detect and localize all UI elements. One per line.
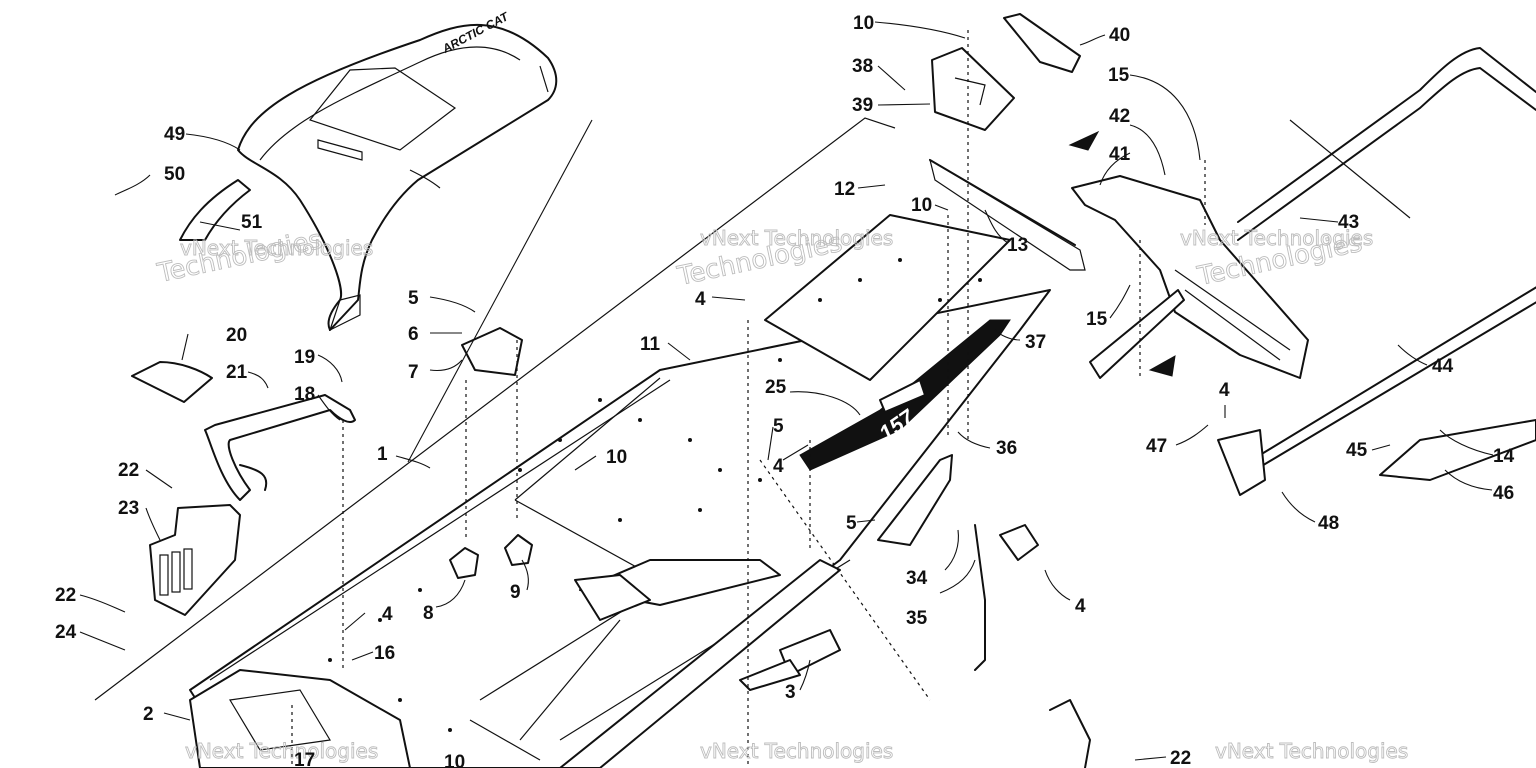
callout-43: 43	[1338, 212, 1359, 233]
watermark-group: vNext Technologies Technologies vNext Te…	[154, 224, 1409, 763]
gusset-34	[877, 454, 953, 546]
callout-5c: 5	[846, 513, 857, 534]
hitch-bracket-7	[461, 327, 523, 376]
callout-4c: 4	[382, 604, 393, 625]
rail-15	[1089, 289, 1185, 379]
callout-18: 18	[294, 384, 315, 405]
callout-4a: 4	[695, 289, 706, 310]
callout-49: 49	[164, 124, 185, 145]
callout-17: 17	[294, 750, 315, 768]
callout-20: 20	[226, 325, 247, 346]
callout-10d: 10	[444, 752, 465, 768]
bracket-3	[739, 629, 841, 691]
strap-35	[974, 524, 1039, 671]
callout-2: 2	[143, 704, 154, 725]
callout-25: 25	[765, 377, 787, 398]
callout-5a: 5	[408, 288, 419, 309]
callout-46: 46	[1493, 483, 1514, 504]
callout-21: 21	[226, 362, 248, 383]
direction-arrow-bottom	[1148, 355, 1176, 377]
watermark-3: vNext Technologies	[1180, 226, 1373, 250]
callout-45: 45	[1346, 440, 1368, 461]
callout-22a: 22	[118, 460, 139, 481]
callout-13: 13	[1007, 235, 1028, 256]
callout-37: 37	[1025, 332, 1046, 353]
callout-15b: 15	[1086, 309, 1108, 330]
assembly-lines	[291, 30, 1206, 768]
deflector-20	[131, 361, 213, 403]
watermark-2: vNext Technologies	[700, 226, 893, 250]
callout-10c: 10	[606, 447, 627, 468]
front-side-panel	[189, 669, 411, 768]
callout-8: 8	[423, 603, 434, 624]
bracket-39	[931, 47, 1015, 131]
rubber-grommet-8	[449, 547, 479, 579]
watermark-5: vNext Technologies	[700, 739, 893, 763]
callout-50: 50	[164, 164, 185, 185]
callout-38: 38	[852, 56, 873, 77]
callout-41: 41	[1109, 144, 1131, 165]
callout-22b: 22	[55, 585, 76, 606]
callout-11: 11	[640, 334, 661, 355]
seat: ARCTIC CAT	[179, 9, 558, 332]
watermark-1: vNext Technologies	[180, 236, 373, 260]
snowflap-41	[1071, 175, 1309, 379]
callout-39: 39	[852, 95, 873, 116]
callout-7: 7	[408, 362, 419, 383]
callout-47: 47	[1146, 436, 1167, 457]
callout-36: 36	[996, 438, 1017, 459]
callout-16: 16	[374, 643, 395, 664]
watermark-6: vNext Technologies	[1215, 739, 1408, 763]
leader-lines	[79, 21, 1494, 761]
watermark-4: vNext Technologies	[185, 739, 378, 763]
callout-22c: 22	[1170, 748, 1191, 768]
running-board-traction	[559, 559, 841, 768]
watermark-1b: Technologies	[154, 225, 325, 289]
callout-35: 35	[906, 608, 928, 629]
callout-4e: 4	[1219, 380, 1230, 401]
callout-44: 44	[1432, 356, 1454, 377]
bumper-end-46	[1379, 419, 1536, 481]
callout-4b: 4	[773, 456, 784, 477]
rear-bumper-44	[1237, 47, 1536, 471]
callout-5b: 5	[773, 416, 784, 437]
grab-bar-18	[204, 394, 356, 501]
callout-51: 51	[241, 212, 263, 233]
callout-15a: 15	[1108, 65, 1130, 86]
callout-23: 23	[118, 498, 139, 519]
callout-48: 48	[1318, 513, 1339, 534]
callout-42: 42	[1109, 106, 1130, 127]
direction-arrow-top	[1068, 130, 1100, 151]
side-guard-23	[149, 504, 241, 616]
callout-3: 3	[785, 682, 796, 703]
callout-9: 9	[510, 582, 521, 603]
rubber-grommet-9	[504, 534, 533, 566]
callout-34: 34	[906, 568, 928, 589]
callout-10a: 10	[853, 13, 874, 34]
hinge-47	[1217, 429, 1266, 496]
callout-19: 19	[294, 347, 315, 368]
callout-6: 6	[408, 324, 419, 345]
callout-4d: 4	[1075, 596, 1086, 617]
callout-14: 14	[1493, 446, 1515, 467]
callout-40: 40	[1109, 25, 1130, 46]
callout-12: 12	[834, 179, 855, 200]
callout-1: 1	[377, 444, 388, 465]
bracket-40	[1003, 13, 1081, 73]
callout-24: 24	[55, 622, 77, 643]
brace-bottom-right	[1049, 699, 1091, 768]
callout-10b: 10	[911, 195, 932, 216]
reinforcement-13	[929, 159, 1076, 246]
callout-labels: 1 2 3 4 4 4 4 4 5 5 5 6 7 8 9 10 10 10 1…	[55, 13, 1515, 768]
